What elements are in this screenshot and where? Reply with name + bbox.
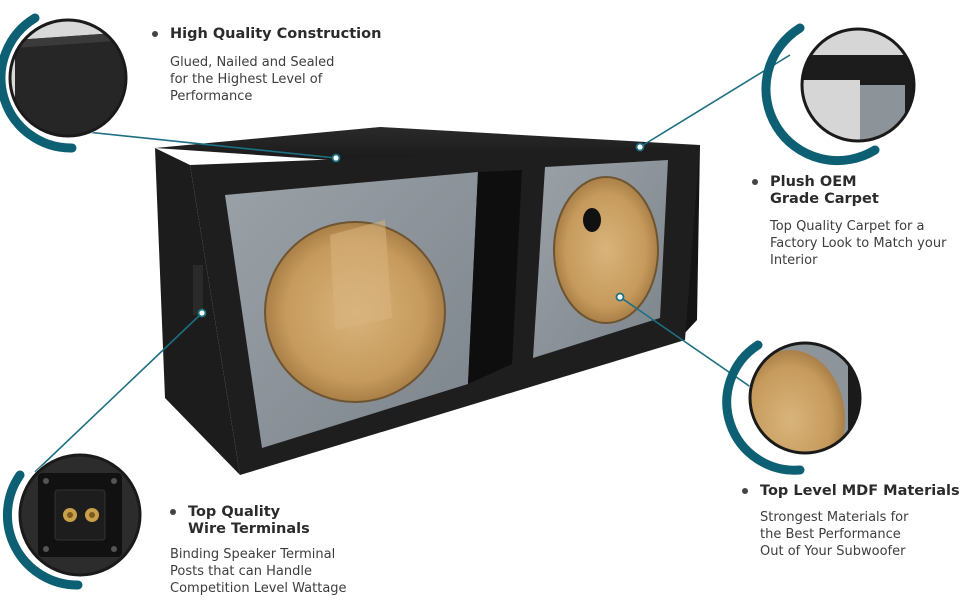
feature-desc-line: for the Highest Level of: [170, 72, 323, 87]
feature-title-line: Top Quality: [188, 504, 281, 520]
feature-title: Plush OEM Grade Carpet: [752, 174, 967, 208]
callout-dot-carpet: [635, 142, 645, 152]
feature-terminals: Top Quality Wire Terminals Binding Speak…: [170, 504, 400, 597]
feature-desc-line: Performance: [170, 89, 253, 104]
feature-mdf: Top Level MDF Materials Strongest Materi…: [742, 483, 967, 560]
feature-title: Top Level MDF Materials: [742, 483, 967, 500]
callout-line-terminals: [34, 312, 203, 473]
feature-desc-line: Top Quality Carpet for a: [770, 219, 925, 234]
feature-desc-line: Competition Level Wattage: [170, 581, 347, 596]
terminal-hole: [583, 208, 601, 232]
zoom-mdf: [722, 340, 862, 475]
subwoofer-enclosure: [155, 127, 700, 475]
feature-construction: High Quality Construction Glued, Nailed …: [152, 26, 412, 105]
feature-desc-line: Posts that can Handle: [170, 564, 312, 579]
center-port: [468, 170, 522, 384]
zoom-terminals: [2, 453, 142, 590]
feature-desc-line: Out of Your Subwoofer: [760, 544, 906, 559]
feature-desc-line: the Best Performance: [760, 527, 901, 542]
side-terminal-plate: [193, 265, 203, 315]
feature-description: Strongest Materials for the Best Perform…: [742, 509, 967, 560]
feature-title: High Quality Construction: [152, 26, 412, 43]
feature-description: Glued, Nailed and Sealed for the Highest…: [152, 54, 412, 105]
feature-title-line: Plush OEM: [770, 174, 857, 190]
zoom-carpet: [761, 23, 916, 166]
callout-dot-terminals: [197, 308, 207, 318]
feature-desc-line: Factory Look to Match your: [770, 236, 947, 251]
feature-description: Binding Speaker Terminal Posts that can …: [170, 546, 400, 597]
feature-carpet: Plush OEM Grade Carpet Top Quality Carpe…: [752, 174, 967, 269]
callout-dots: [197, 142, 645, 318]
feature-desc-line: Binding Speaker Terminal: [170, 547, 336, 562]
callout-line-construction: [67, 129, 337, 159]
feature-title: Top Quality Wire Terminals: [170, 504, 400, 538]
feature-title-line: Grade Carpet: [770, 191, 879, 207]
right-speaker-cutout: [553, 176, 659, 324]
feature-title-line: High Quality Construction: [170, 26, 382, 42]
callout-dot-mdf: [615, 292, 625, 302]
feature-title-line: Wire Terminals: [188, 521, 310, 537]
callout-dot-construction: [331, 153, 341, 163]
feature-desc-line: Glued, Nailed and Sealed: [170, 55, 335, 70]
zoom-construction: [0, 13, 128, 153]
feature-desc-line: Strongest Materials for: [760, 510, 909, 525]
feature-title-line: Top Level MDF Materials: [760, 483, 960, 499]
feature-description: Top Quality Carpet for a Factory Look to…: [752, 218, 967, 269]
feature-desc-line: Interior: [770, 253, 818, 268]
